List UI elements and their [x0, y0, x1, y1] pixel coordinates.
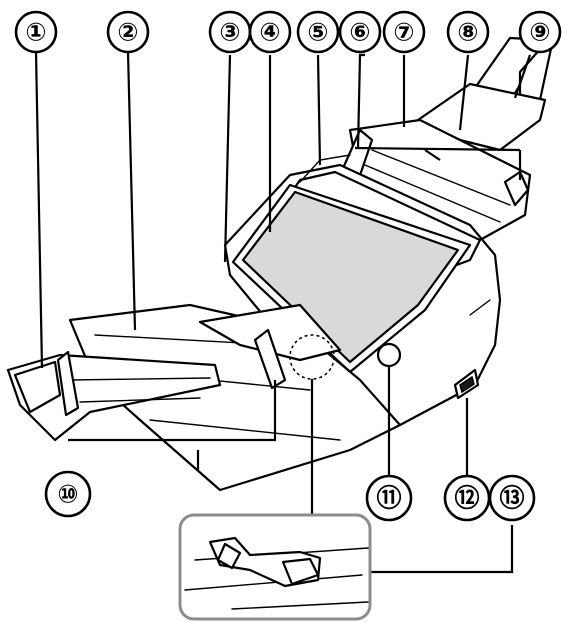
eject-guides — [56, 328, 287, 417]
callout-7: ⑦ — [382, 10, 426, 54]
callout-8-label: ⑧ — [457, 18, 478, 47]
callout-11: ⑪ — [365, 474, 413, 522]
callout-6-label: ⑥ — [349, 18, 370, 47]
callout-9: ⑨ — [518, 10, 562, 54]
callout-7-label: ⑦ — [393, 18, 414, 47]
callout-2: ② — [106, 10, 150, 54]
callout-9-label: ⑨ — [529, 18, 550, 47]
callout-5-label: ⑤ — [307, 18, 328, 47]
separation-lever-location — [289, 334, 335, 380]
callout-8: ⑧ — [446, 10, 490, 54]
callout-6: ⑥ — [338, 10, 382, 54]
callout-10: ⑩ — [44, 470, 92, 518]
callout-4: ④ — [248, 10, 292, 54]
callout-4-label: ④ — [259, 18, 280, 47]
callout-10-label: ⑩ — [57, 480, 78, 509]
callout-12-label: ⑫ — [454, 484, 479, 513]
callout-13: ⑬ — [488, 474, 536, 522]
power-button — [376, 342, 402, 368]
callout-3: ③ — [208, 10, 252, 54]
callout-2-label: ② — [117, 18, 138, 47]
callout-5: ⑤ — [296, 10, 340, 54]
callout-1: ① — [14, 10, 58, 54]
inset-closeup — [178, 513, 372, 621]
callout-13-label: ⑬ — [499, 484, 524, 513]
callout-11-label: ⑪ — [376, 484, 401, 513]
touch-panel — [231, 183, 472, 374]
leader-lines — [34, 51, 532, 574]
callout-12: ⑫ — [443, 474, 491, 522]
usb-port — [453, 368, 480, 400]
callout-1-label: ① — [25, 18, 46, 47]
feed-tray-extension — [416, 36, 554, 152]
callout-3-label: ③ — [219, 18, 240, 47]
